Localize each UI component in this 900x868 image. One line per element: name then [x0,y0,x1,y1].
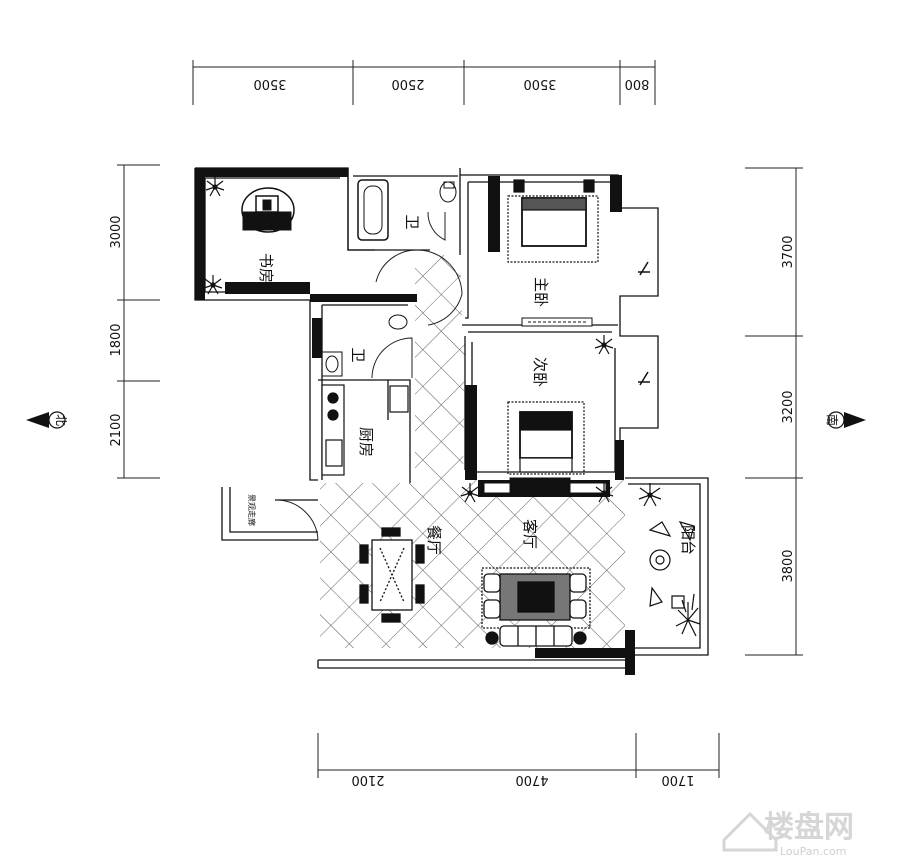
washbasin [321,314,408,377]
room-bath-mid: 卫 [349,347,367,362]
master-bed [507,179,599,263]
dim-bottom-2: 4700 [515,772,548,787]
plant-icon [675,593,701,637]
study-desk [241,187,295,233]
plant-icon [638,483,662,507]
plant-icon [205,177,225,197]
dimension-lines [117,60,803,778]
north-label: 北 [54,414,68,426]
tv-cabinet [483,477,607,497]
watermark-brand: 楼盘网 [764,810,854,845]
dim-top-4: 800 [625,76,650,91]
dim-bottom-1: 2100 [351,772,384,787]
dim-left-2: 1800 [109,323,124,356]
compass-north: 北 [26,411,68,429]
compass-south: 南 [825,411,866,429]
plant-icon [594,483,614,503]
dim-right-2: 3200 [781,390,796,423]
second-bed [507,401,585,475]
dimension-labels: 3500 2500 3500 800 3000 1800 2100 3700 3… [109,76,796,787]
kitchen-counter [321,384,409,476]
plant-icon [594,335,614,355]
dim-left-3: 2100 [109,413,124,446]
room-corridor: 景观走廊 [247,494,257,526]
wall-lamps [638,261,650,386]
bathtub [357,179,389,241]
south-label: 南 [825,414,840,426]
watermark-url: LouPan.com [780,845,846,858]
dim-left-1: 3000 [109,215,124,248]
dim-bottom-3: 1700 [661,772,694,787]
watermark-logo: 楼盘网 LouPan.com [722,810,854,858]
dim-top-1: 3500 [253,76,286,91]
room-labels: 书房 卫 主卧 卫 次卧 厨房 餐厅 客厅 阳台 景观走廊 [247,214,697,555]
furniture [241,179,695,647]
dim-right-3: 3800 [781,549,796,582]
dim-top-3: 3500 [523,76,556,91]
room-second-bedroom: 次卧 [531,357,549,387]
doors [275,211,463,541]
dining-table [359,527,425,623]
room-dining: 餐厅 [425,525,443,555]
room-living: 客厅 [521,519,539,549]
plants [203,177,701,637]
room-master-bedroom: 主卧 [532,277,550,307]
toilet-top [439,181,457,203]
master-wardrobe [521,317,593,327]
plant-icon [203,275,223,295]
room-balcony: 阳台 [679,525,697,555]
tiled-floor [318,255,638,668]
dim-right-1: 3700 [781,235,796,268]
balcony-furniture [648,521,695,609]
plant-icon [460,483,480,503]
room-kitchen: 厨房 [357,427,375,457]
dim-top-2: 2500 [391,76,424,91]
room-bath-top: 卫 [403,214,421,229]
room-study: 书房 [257,253,275,283]
sofa-set [481,567,591,647]
